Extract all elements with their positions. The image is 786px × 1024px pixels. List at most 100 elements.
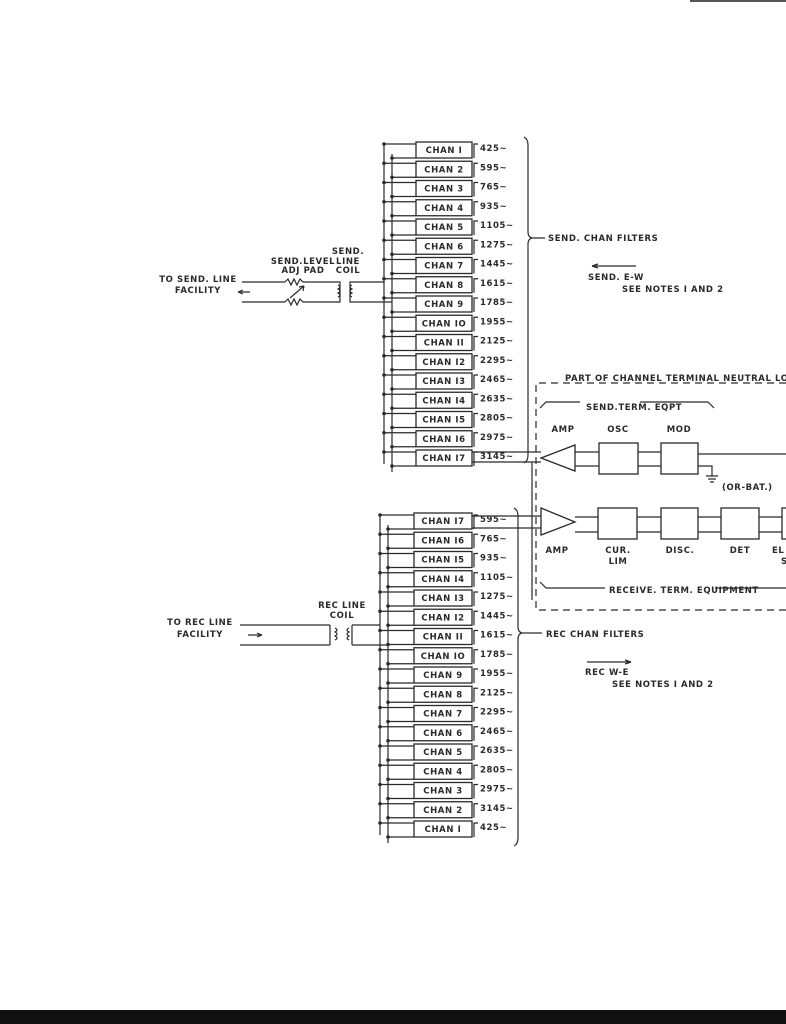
channel-label: CHAN I6 xyxy=(421,536,464,546)
channel-label: CHAN I7 xyxy=(421,517,464,527)
channel-label: CHAN 8 xyxy=(424,281,464,291)
filter-wire xyxy=(380,668,414,684)
junction-dot xyxy=(390,444,394,449)
channel-frequency: 595~ xyxy=(480,163,507,173)
channel-frequency: 1445~ xyxy=(480,260,514,270)
channel-label: CHAN 3 xyxy=(423,787,463,797)
junction-dot xyxy=(382,353,386,358)
channel-frequency: 1105~ xyxy=(480,573,514,583)
det-box xyxy=(720,507,760,540)
filter-wire xyxy=(380,572,414,588)
channel-frequency: 2975~ xyxy=(480,785,514,795)
junction-dot xyxy=(386,584,390,589)
freq-bracket xyxy=(473,572,478,587)
cur-lim-label-2: LIM xyxy=(609,557,628,567)
junction-dot xyxy=(382,199,386,204)
junction-dot xyxy=(378,763,382,768)
junction-dot xyxy=(386,661,390,666)
junction-dot xyxy=(378,724,382,729)
channel-box xyxy=(415,141,473,159)
junction-dot xyxy=(378,628,382,633)
junction-dot xyxy=(386,835,390,839)
filter-wire xyxy=(380,687,414,703)
channel-label: CHAN I6 xyxy=(422,435,465,445)
channel-box xyxy=(413,627,473,646)
channel-frequency: 1105~ xyxy=(480,221,514,231)
junction-dot xyxy=(382,238,386,243)
junction-dot xyxy=(386,758,390,762)
freq-bracket xyxy=(473,451,478,466)
freq-bracket xyxy=(473,239,478,255)
channel-label: CHAN 9 xyxy=(423,671,463,681)
junction-dot xyxy=(386,796,390,801)
junction-dot xyxy=(382,276,386,281)
channel-label: CHAN 5 xyxy=(423,748,463,758)
channel-box xyxy=(415,314,473,332)
filter-wire xyxy=(384,220,416,236)
channel-box xyxy=(415,199,473,217)
freq-bracket xyxy=(473,393,478,409)
send-pad-label: SEND.LEVEL xyxy=(271,257,335,267)
channel-frequency: 2125~ xyxy=(480,337,514,347)
channel-frequency: 935~ xyxy=(480,554,507,564)
rec-amp-icon xyxy=(540,507,577,536)
channel-box xyxy=(415,391,473,409)
channel-label: CHAN 7 xyxy=(423,710,463,720)
filter-wire xyxy=(380,764,414,780)
junction-dot xyxy=(378,821,382,825)
neutral-loop-label: PART OF CHANNEL TERMINAL NEUTRAL LOOP xyxy=(565,374,786,384)
channel-label: CHAN 3 xyxy=(424,185,464,195)
junction-dot xyxy=(378,513,382,517)
channel-frequency: 3145~ xyxy=(480,804,514,814)
send-eqpt-label: SEND.TERM. EQPT xyxy=(586,403,682,413)
channel-frequency: 425~ xyxy=(480,823,507,833)
channel-box xyxy=(413,801,473,819)
channel-frequency: 2295~ xyxy=(480,356,514,366)
mod-label: MOD xyxy=(667,425,692,435)
junction-dot xyxy=(390,213,394,218)
send-coil-label-2: LINE xyxy=(336,257,360,267)
channel-box xyxy=(415,449,473,467)
junction-dot xyxy=(386,719,390,724)
freq-bracket xyxy=(473,412,478,428)
send-facility-label: TO SEND. LINE xyxy=(159,275,237,285)
filter-wire xyxy=(384,432,416,448)
junction-dot xyxy=(390,406,394,411)
ground-icon xyxy=(706,475,718,483)
channel-box xyxy=(415,276,473,294)
junction-dot xyxy=(390,329,394,334)
channel-label: CHAN I2 xyxy=(422,358,465,368)
channel-frequency: 1275~ xyxy=(480,592,514,602)
junction-dot xyxy=(378,609,382,614)
junction-dot xyxy=(390,233,394,237)
rec-facility-label-2: FACILITY xyxy=(177,630,223,640)
freq-bracket xyxy=(473,803,478,818)
junction-dot xyxy=(382,315,386,320)
channel-frequency: 2635~ xyxy=(480,394,514,404)
channel-box xyxy=(413,589,473,607)
channel-frequency: 935~ xyxy=(480,202,507,212)
freq-bracket xyxy=(473,726,478,741)
junction-dot xyxy=(386,604,390,608)
filter-wire xyxy=(384,316,416,332)
channel-label: CHAN 4 xyxy=(424,204,464,214)
junction-dot xyxy=(386,815,390,820)
freq-bracket xyxy=(473,552,478,568)
send-amp-icon xyxy=(539,444,576,472)
freq-bracket xyxy=(473,297,478,312)
junction-dot xyxy=(378,744,382,748)
rec-line-coil-icon xyxy=(333,627,351,641)
junction-dot xyxy=(382,430,386,435)
channel-box xyxy=(415,333,473,352)
